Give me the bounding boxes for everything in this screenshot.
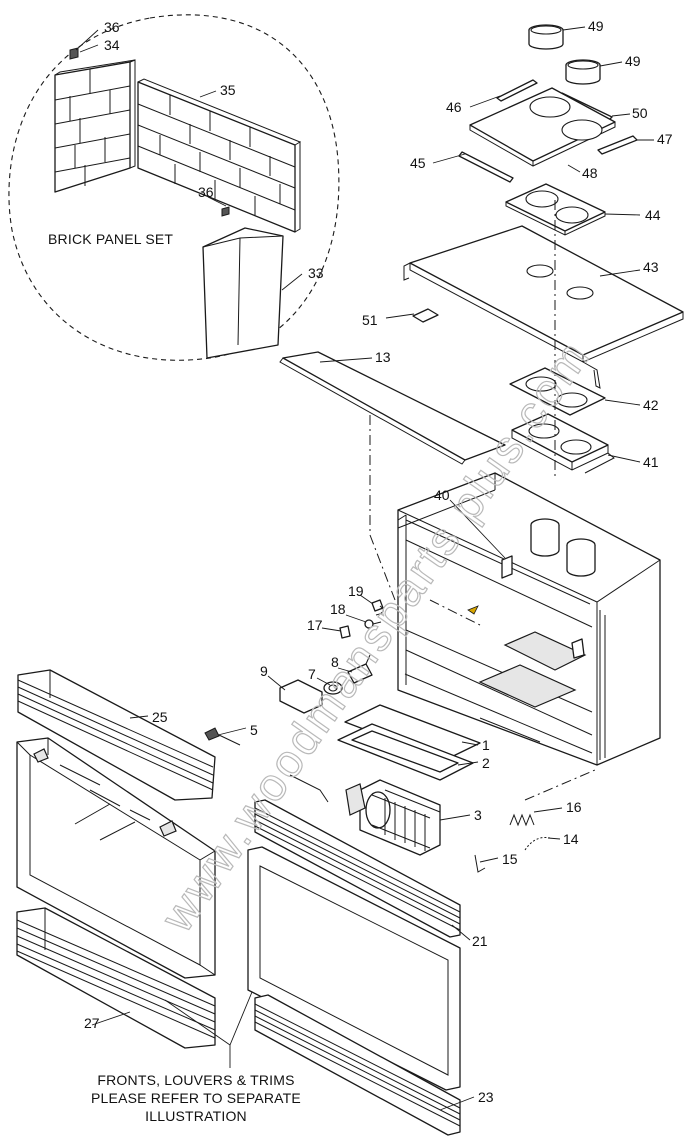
callout-14: 14 (563, 831, 579, 847)
fronts-note-line-1: FRONTS, LOUVERS & TRIMS (97, 1072, 294, 1088)
flue-collar-49a (528, 24, 564, 50)
sensor-17 (339, 625, 351, 639)
hook-15 (474, 854, 486, 873)
back-brick-panel (137, 78, 302, 233)
callout-41: 41 (643, 454, 659, 470)
callout-7: 7 (308, 666, 316, 682)
brick-panel-set-label: BRICK PANEL SET (48, 231, 173, 247)
strap-46 (496, 79, 538, 102)
louver-23 (254, 994, 461, 1136)
assembly-line-2 (369, 415, 396, 601)
callout-23: 23 (478, 1089, 494, 1105)
sensor-18 (364, 619, 382, 629)
callout-3: 3 (474, 807, 482, 823)
fronts-note-line-3: ILLUSTRATION (145, 1108, 247, 1124)
fronts-note-line-2: PLEASE REFER TO SEPARATE (91, 1090, 301, 1106)
note-leader (164, 991, 253, 1068)
callout-2: 2 (482, 755, 490, 771)
callout-45: 45 (410, 155, 426, 171)
assembly-line-4 (524, 769, 596, 801)
callout-34: 34 (104, 37, 120, 53)
firebox-body (397, 472, 661, 766)
gasket-42 (509, 367, 606, 416)
callout-1: 1 (482, 737, 490, 753)
refractory-base-panel (202, 227, 284, 359)
callout-43: 43 (643, 259, 659, 275)
wire-5 (204, 727, 329, 803)
callout-9: 9 (260, 663, 268, 679)
strap-47 (597, 135, 638, 155)
callout-49a: 49 (588, 18, 604, 34)
valve-7 (323, 681, 343, 695)
callout-49b: 49 (625, 53, 641, 69)
louver-25 (17, 669, 216, 801)
callout-numbers: 49 49 46 50 45 47 48 44 43 51 13 42 41 4… (84, 18, 673, 1105)
callout-13: 13 (375, 349, 391, 365)
chain-14 (524, 837, 551, 851)
bracket-8 (347, 654, 373, 684)
front-frame-23a (247, 846, 461, 1091)
callout-36b: 36 (198, 184, 214, 200)
callout-18: 18 (330, 601, 346, 617)
callout-42: 42 (643, 397, 659, 413)
callout-16: 16 (566, 799, 582, 815)
callout-33: 33 (308, 265, 324, 281)
strap-45 (458, 151, 514, 183)
baffle-13 (279, 351, 506, 465)
fronts-note: FRONTS, LOUVERS & TRIMS PLEASE REFER TO … (91, 1072, 301, 1124)
clip-bottom (221, 206, 230, 217)
callout-35: 35 (220, 82, 236, 98)
top-panel-43 (403, 225, 684, 389)
callout-47: 47 (657, 131, 673, 147)
spring-16 (509, 813, 535, 827)
louver-27 (16, 907, 216, 1049)
callout-25: 25 (152, 709, 168, 725)
trim-21 (254, 799, 461, 938)
assembly-line-3 (429, 599, 481, 626)
flue-collar-49b (565, 59, 601, 85)
blower-3 (345, 779, 441, 856)
callout-8: 8 (331, 654, 339, 670)
callout-46: 46 (446, 99, 462, 115)
callout-17: 17 (307, 617, 323, 633)
callout-leaders (91, 26, 654, 1111)
callout-27: 27 (84, 1015, 100, 1031)
box-9 (279, 679, 323, 714)
callout-36a: 36 (104, 19, 120, 35)
callout-51: 51 (362, 312, 378, 328)
callout-21: 21 (472, 933, 488, 949)
bracket-41 (511, 413, 615, 474)
brick-panel-inset: 36 34 35 36 33 BRICK PANEL SET (8, 14, 340, 361)
switch-19 (371, 599, 384, 616)
bracket-40 (501, 555, 513, 579)
side-brick-panel (54, 59, 136, 193)
callout-48: 48 (582, 165, 598, 181)
callout-50: 50 (632, 105, 648, 121)
top-plate-48 (469, 87, 616, 167)
callout-44: 44 (645, 207, 661, 223)
callout-15: 15 (502, 851, 518, 867)
callout-5: 5 (250, 722, 258, 738)
door-frame (16, 737, 216, 979)
bracket-51 (412, 308, 439, 323)
clip-top (69, 47, 79, 60)
pilot-flame (467, 605, 479, 615)
callout-19: 19 (348, 583, 364, 599)
callout-40: 40 (434, 487, 450, 503)
